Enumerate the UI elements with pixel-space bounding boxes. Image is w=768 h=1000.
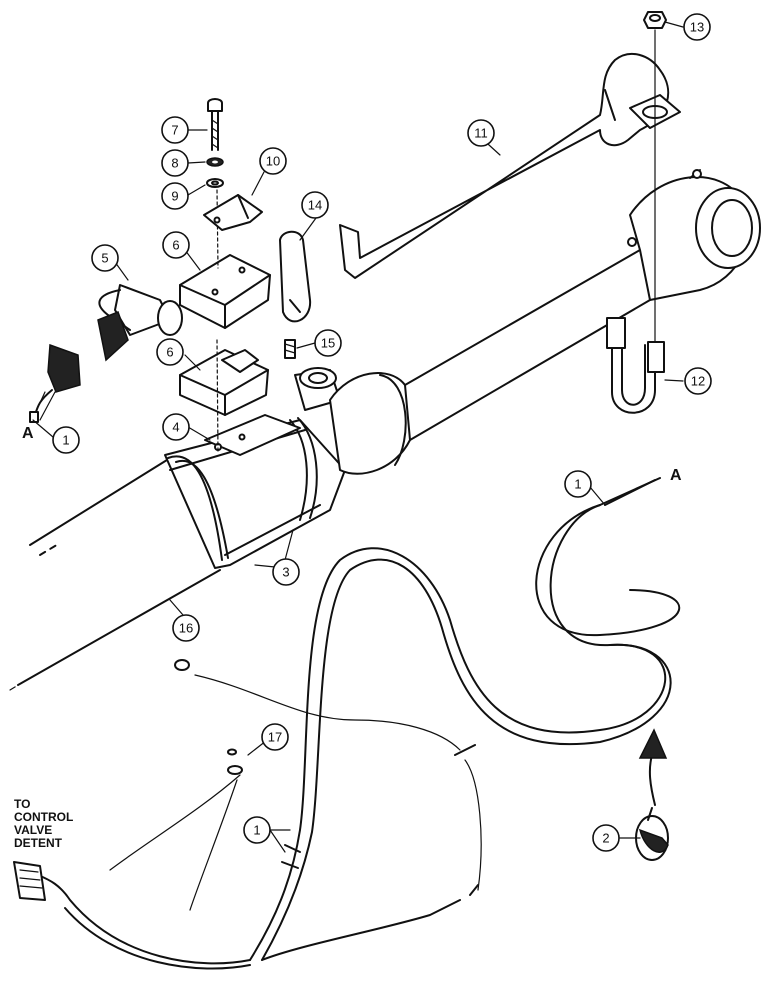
callout-14: 14 — [301, 191, 329, 219]
callout-10: 10 — [259, 147, 287, 175]
hydraulic-cylinder — [9, 169, 761, 691]
callout-2: 2 — [592, 824, 620, 852]
callout-3: 3 — [272, 558, 300, 586]
svg-text:4: 4 — [172, 420, 179, 435]
leader-lines — [32, 21, 684, 853]
svg-text:9: 9 — [171, 189, 178, 204]
svg-text:8: 8 — [171, 156, 178, 171]
wiring-harness — [13, 477, 681, 970]
control-valve-note: TO CONTROL VALVE DETENT — [14, 797, 73, 850]
callout-15: 15 — [314, 329, 342, 357]
svg-text:1: 1 — [574, 477, 581, 492]
svg-text:3: 3 — [282, 565, 289, 580]
note-line-4: DETENT — [14, 836, 63, 850]
svg-text:2: 2 — [602, 831, 609, 846]
svg-text:15: 15 — [321, 336, 335, 351]
svg-text:11: 11 — [474, 126, 488, 141]
callout-4: 4 — [162, 413, 190, 441]
callout-12: 12 — [684, 367, 712, 395]
callout-17: 17 — [261, 723, 289, 751]
connection-label-left: A — [22, 425, 34, 442]
note-line-2: CONTROL — [14, 810, 73, 824]
svg-text:17: 17 — [268, 730, 282, 745]
callout-16: 16 — [172, 614, 200, 642]
callout-9: 9 — [161, 182, 189, 210]
callout-8: 8 — [161, 149, 189, 177]
svg-text:6: 6 — [172, 238, 179, 253]
callout-5: 5 — [91, 244, 119, 272]
svg-text:12: 12 — [691, 374, 705, 389]
svg-text:16: 16 — [179, 621, 193, 636]
callout-6-lower: 6 — [156, 338, 184, 366]
svg-text:13: 13 — [690, 20, 704, 35]
callout-1-left: 1 — [52, 426, 80, 454]
svg-text:10: 10 — [266, 154, 280, 169]
svg-text:1: 1 — [253, 823, 260, 838]
clamp-block-upper — [179, 254, 271, 329]
note-line-1: TO — [14, 797, 30, 811]
svg-text:14: 14 — [308, 198, 322, 213]
callout-7: 7 — [161, 116, 189, 144]
svg-text:1: 1 — [62, 433, 69, 448]
svg-text:6: 6 — [166, 345, 173, 360]
clamp-block-lower — [179, 349, 269, 416]
connection-label-right: A — [670, 467, 682, 484]
svg-text:5: 5 — [101, 251, 108, 266]
callout-1-right: 1 — [564, 470, 592, 498]
callout-11: 11 — [467, 119, 495, 147]
svg-text:7: 7 — [171, 123, 178, 138]
u-bolt-assembly — [606, 11, 667, 414]
switch — [29, 284, 183, 423]
cam-lever — [279, 230, 312, 359]
note-line-3: VALVE — [14, 823, 52, 837]
harness-clip — [635, 728, 669, 861]
callout-1-bottom: 1 — [243, 816, 271, 844]
callout-13: 13 — [683, 13, 711, 41]
callout-6-upper: 6 — [162, 231, 190, 259]
bolt-and-washers — [203, 98, 263, 453]
